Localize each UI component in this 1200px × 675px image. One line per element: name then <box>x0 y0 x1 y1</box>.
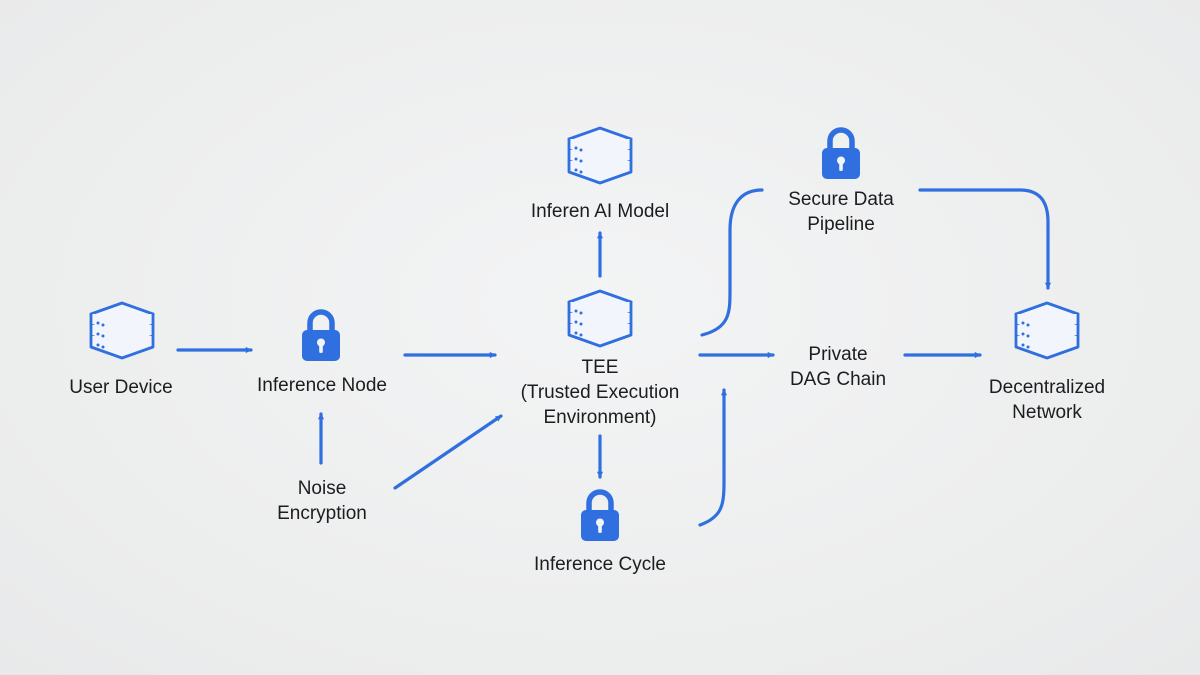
label-line: Decentralized <box>988 377 1106 398</box>
edge-inference-cycle-to-dag-chain <box>698 388 728 527</box>
node-label-user-device: User Device <box>40 375 202 400</box>
label-line: Network <box>1012 402 1082 423</box>
node-label-decentralized-network: Decentralized Network <box>957 375 1137 425</box>
label-line: User Device <box>69 377 173 398</box>
label-line: Noise <box>297 478 347 499</box>
lock-icon <box>301 308 341 362</box>
label-line: Environment) <box>543 407 657 428</box>
server-icon <box>88 301 156 361</box>
label-line: Private <box>808 344 868 365</box>
label-line: Secure Data <box>788 189 894 210</box>
edge-noise-to-tee <box>393 414 503 490</box>
node-label-tee: TEE (Trusted Execution Environment) <box>490 355 710 430</box>
edge-secure-pipeline-to-network <box>918 188 1052 290</box>
server-icon <box>566 289 634 349</box>
label-line: DAG Chain <box>789 369 887 390</box>
node-label-dag-chain: Private DAG Chain <box>768 342 908 392</box>
label-line: Inferen AI Model <box>530 201 670 222</box>
label-line: Encryption <box>277 503 367 524</box>
label-line: TEE <box>581 357 619 378</box>
label-line: (Trusted Execution <box>520 382 680 403</box>
server-icon <box>566 126 634 186</box>
lock-icon <box>580 488 620 542</box>
label-line: Inference Node <box>257 375 387 396</box>
node-label-inference-cycle: Inference Cycle <box>500 552 700 577</box>
node-label-inference-node: Inference Node <box>222 373 422 398</box>
label-line: Inference Cycle <box>533 554 666 575</box>
node-label-secure-pipeline: Secure Data Pipeline <box>756 187 926 237</box>
lock-icon <box>821 126 861 180</box>
node-label-noise-encryption: Noise Encryption <box>252 476 392 526</box>
node-label-ai-model: Inferen AI Model <box>500 199 700 224</box>
server-icon <box>1013 301 1081 361</box>
label-line: Pipeline <box>807 214 875 235</box>
edge-tee-to-secure-pipeline <box>700 188 764 337</box>
